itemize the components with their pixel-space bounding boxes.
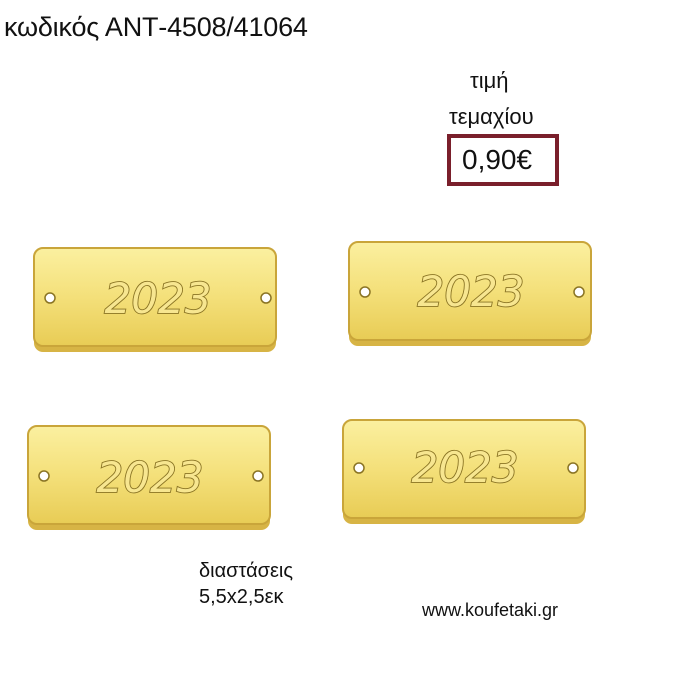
tag-hole-left <box>359 286 371 298</box>
tag-engraving: 2023 <box>97 453 204 502</box>
dimensions-value: 5,5x2,5εκ <box>199 586 284 608</box>
tag-plaque-graphic: 2023 <box>33 247 277 352</box>
tag-hole-right <box>567 462 579 474</box>
tag-plaque: 2023 <box>32 246 278 354</box>
tag-hole-left <box>44 292 56 304</box>
price-box: 0,90€ <box>447 134 559 186</box>
price-value: 0,90€ <box>462 144 533 175</box>
product-code-title: κωδικός ΑΝΤ-4508/41064 <box>4 12 308 42</box>
tag-engraving: 2023 <box>418 267 525 316</box>
tag-engraving: 2023 <box>105 274 212 323</box>
tag-hole-right <box>573 286 585 298</box>
tag-plaque-graphic: 2023 <box>27 425 271 530</box>
tag-plaque-graphic: 2023 <box>348 241 592 346</box>
tag-hole-left <box>38 470 50 482</box>
website-url: www.koufetaki.gr <box>422 600 559 620</box>
tag-plaque: 2023 <box>347 240 593 348</box>
tag-plaque-graphic: 2023 <box>342 419 586 524</box>
tag-hole-right <box>252 470 264 482</box>
tag-hole-right <box>260 292 272 304</box>
dimensions-label: διαστάσεις <box>199 560 294 582</box>
price-label-line1: τιμή <box>470 68 509 93</box>
tag-engraving: 2023 <box>412 443 519 492</box>
tag-plaque: 2023 <box>26 424 272 532</box>
tag-plaque: 2023 <box>341 418 587 526</box>
price-label-line2: τεμαχίου <box>449 104 534 129</box>
tag-hole-left <box>353 462 365 474</box>
